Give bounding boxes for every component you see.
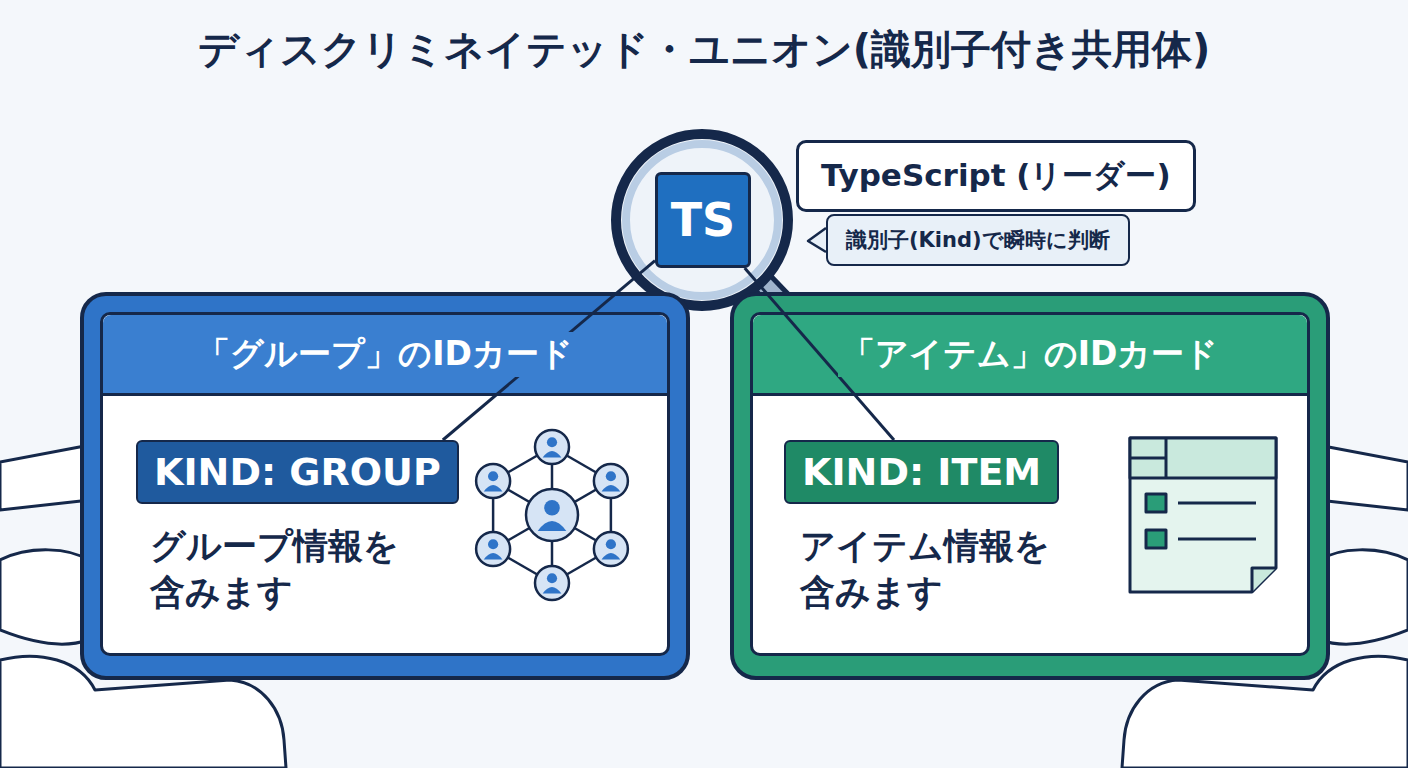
leader-callout: TypeScript (リーダー) <box>796 140 1196 212</box>
ts-logo: TS <box>655 172 751 268</box>
card-title: 「アイテム」のIDカード <box>838 332 1223 377</box>
diagram-title: ディスクリミネイテッド・ユニオン(識別子付き共用体) <box>0 22 1408 77</box>
node-text: TypeScript (リーダー) <box>821 157 1171 193</box>
card-body-text: グループ情報を 含みます <box>150 526 399 612</box>
speech-bubble: 識別子(Kind)で瞬時に判断 <box>826 214 1130 266</box>
node-text: 識別子(Kind)で瞬時に判断 <box>846 228 1110 252</box>
kind-badge: KIND: ITEM <box>784 440 1059 504</box>
node-text: TS <box>671 193 736 247</box>
card-title: 「グループ」のIDカード <box>193 332 577 377</box>
id-card: 「グループ」のIDカードグループ情報を 含みます KIND: GROUP <box>80 292 690 680</box>
card-body: グループ情報を 含みます <box>150 524 440 615</box>
card-header: 「グループ」のIDカード <box>103 315 667 396</box>
card-header: 「アイテム」のIDカード <box>753 315 1307 396</box>
card-body: アイテム情報を 含みます <box>800 524 1090 615</box>
bubble-pointer <box>808 228 826 252</box>
card-body-text: アイテム情報を 含みます <box>800 526 1050 612</box>
id-card: 「アイテム」のIDカードアイテム情報を 含みます KIND: ITEM <box>730 292 1330 680</box>
badge-text: KIND: ITEM <box>802 450 1041 494</box>
title-text: ディスクリミネイテッド・ユニオン(識別子付き共用体) <box>198 26 1211 72</box>
badge-text: KIND: GROUP <box>154 450 441 494</box>
kind-badge: KIND: GROUP <box>136 440 459 504</box>
